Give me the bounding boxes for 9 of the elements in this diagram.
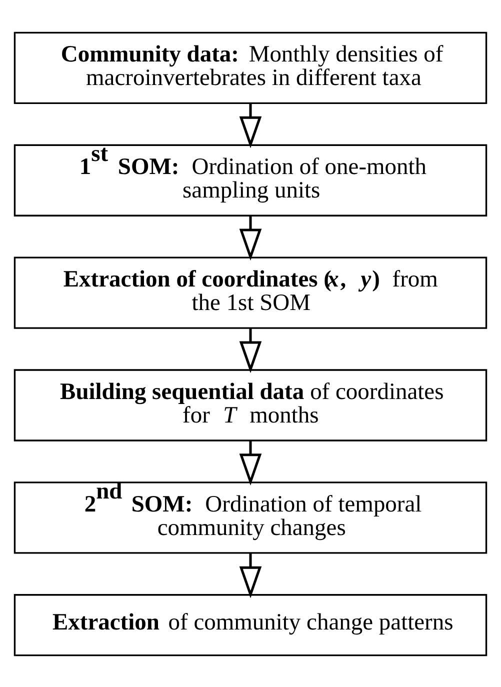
node-box: Extraction of community change patterns — [14, 594, 488, 656]
arrow — [239, 215, 262, 260]
arrow — [239, 103, 262, 148]
node-box: Extraction of coordinates (x, y) from the 1st SOM — [14, 256, 488, 328]
node-box: Community data: Monthly densities of macroinvertebrates in different taxa — [14, 31, 488, 104]
arrow — [239, 440, 262, 486]
arrow — [239, 328, 262, 373]
node-box: Building sequential data of coordinates for T months — [14, 368, 488, 441]
arrow — [239, 552, 262, 598]
